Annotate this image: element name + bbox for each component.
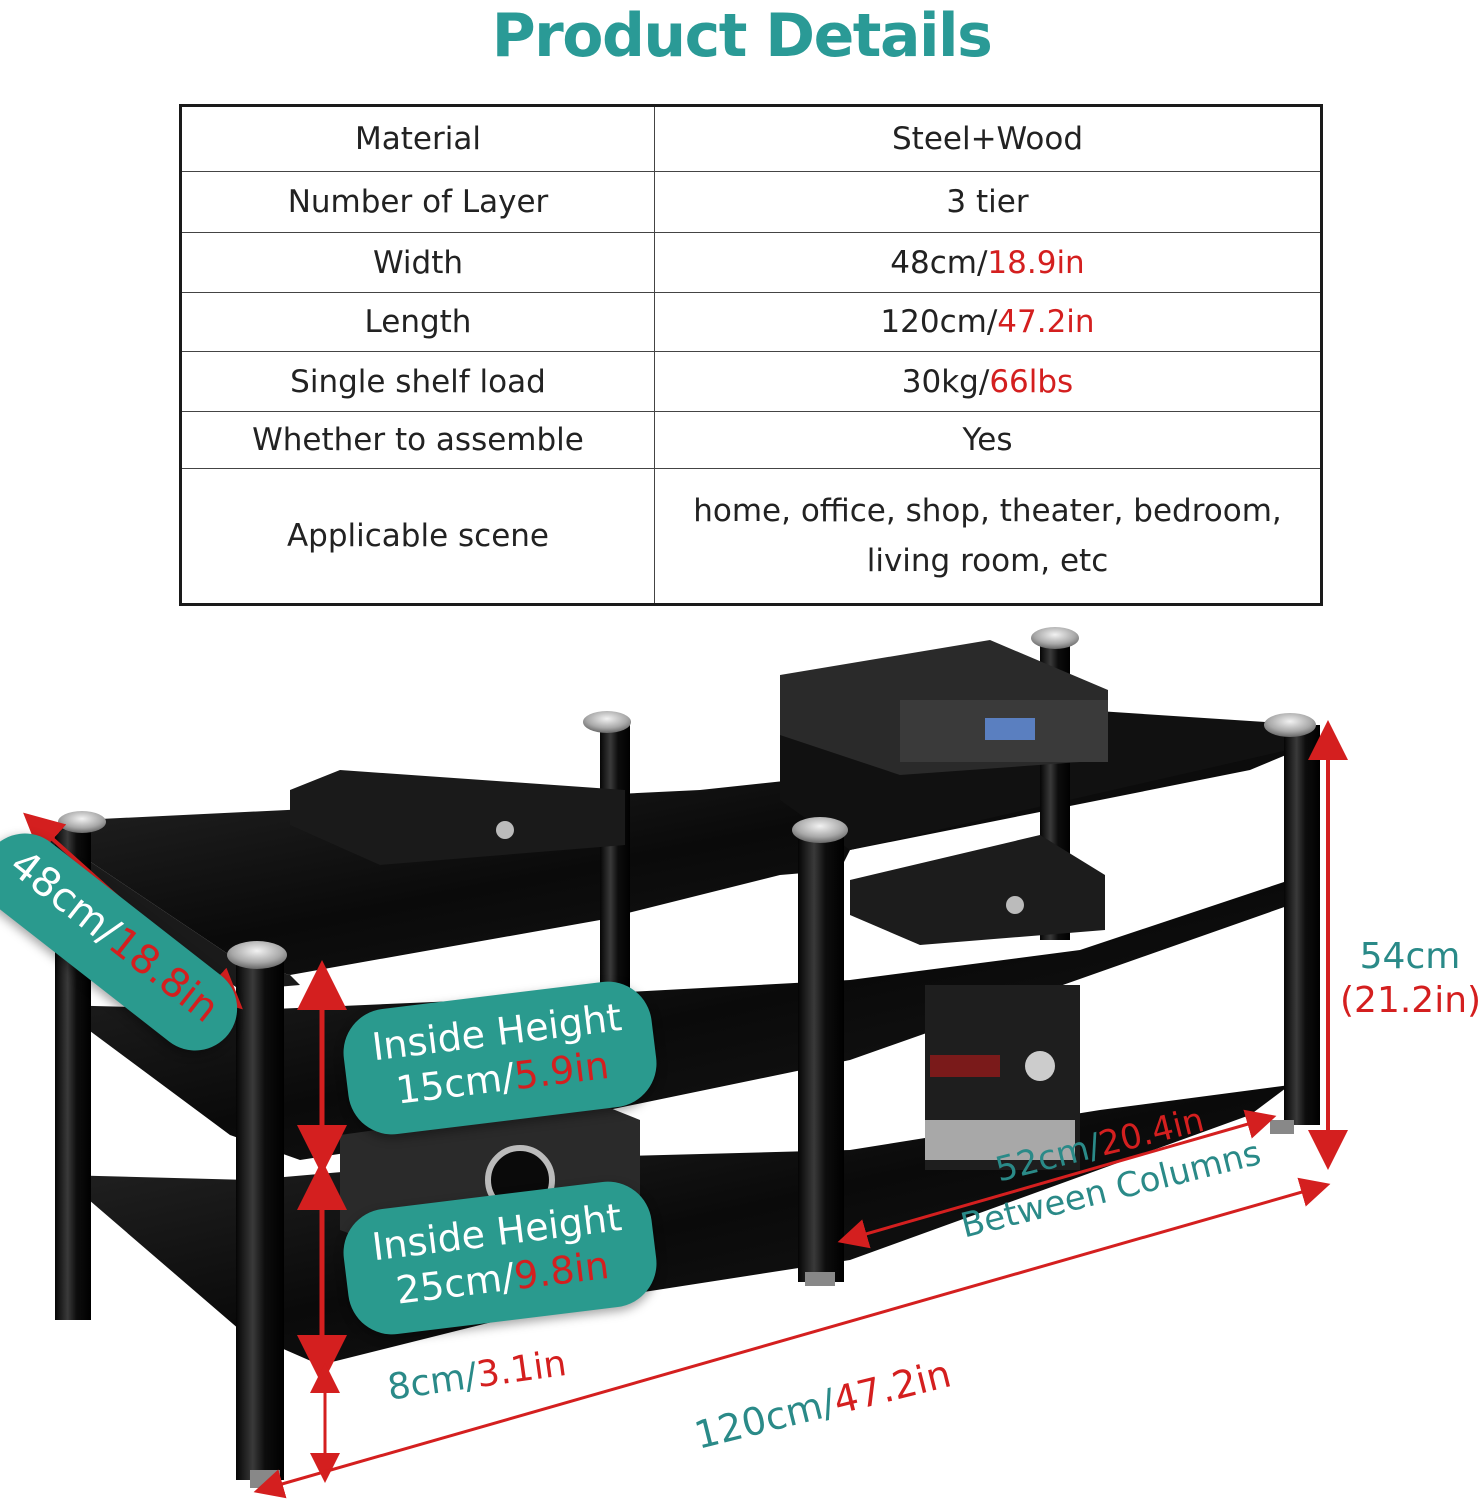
spec-value: 30kg/66lbs <box>654 351 1322 412</box>
spec-value: 48cm/18.9in <box>654 232 1322 293</box>
table-row: Applicable scene home, office, shop, the… <box>180 468 1322 605</box>
spec-label: Number of Layer <box>180 171 655 233</box>
spec-value: 120cm/47.2in <box>654 292 1322 352</box>
spec-table: Material Steel+Wood Number of Layer 3 ti… <box>179 104 1323 606</box>
table-row: Single shelf load 30kg/66lbs <box>180 351 1322 412</box>
spec-label: Length <box>180 292 655 352</box>
spec-value: Yes <box>654 411 1322 469</box>
spec-value: home, office, shop, theater, bedroom, li… <box>654 468 1322 605</box>
table-row: Number of Layer 3 tier <box>180 171 1322 233</box>
spec-label: Whether to assemble <box>180 411 655 469</box>
table-row: Length 120cm/47.2in <box>180 292 1322 352</box>
tv-stand-illustration <box>23 627 1348 1499</box>
table-row: Material Steel+Wood <box>180 105 1322 172</box>
spec-label: Material <box>180 105 655 172</box>
spec-value: Steel+Wood <box>654 105 1322 172</box>
total-height-label: 54cm (21.2in) <box>1340 936 1482 1021</box>
table-row: Width 48cm/18.9in <box>180 232 1322 293</box>
spec-label: Single shelf load <box>180 351 655 412</box>
page-title: Product Details <box>491 1 993 71</box>
table-row: Whether to assemble Yes <box>180 411 1322 469</box>
spec-label: Width <box>180 232 655 293</box>
spec-label: Applicable scene <box>180 468 655 605</box>
spec-value: 3 tier <box>654 171 1322 233</box>
